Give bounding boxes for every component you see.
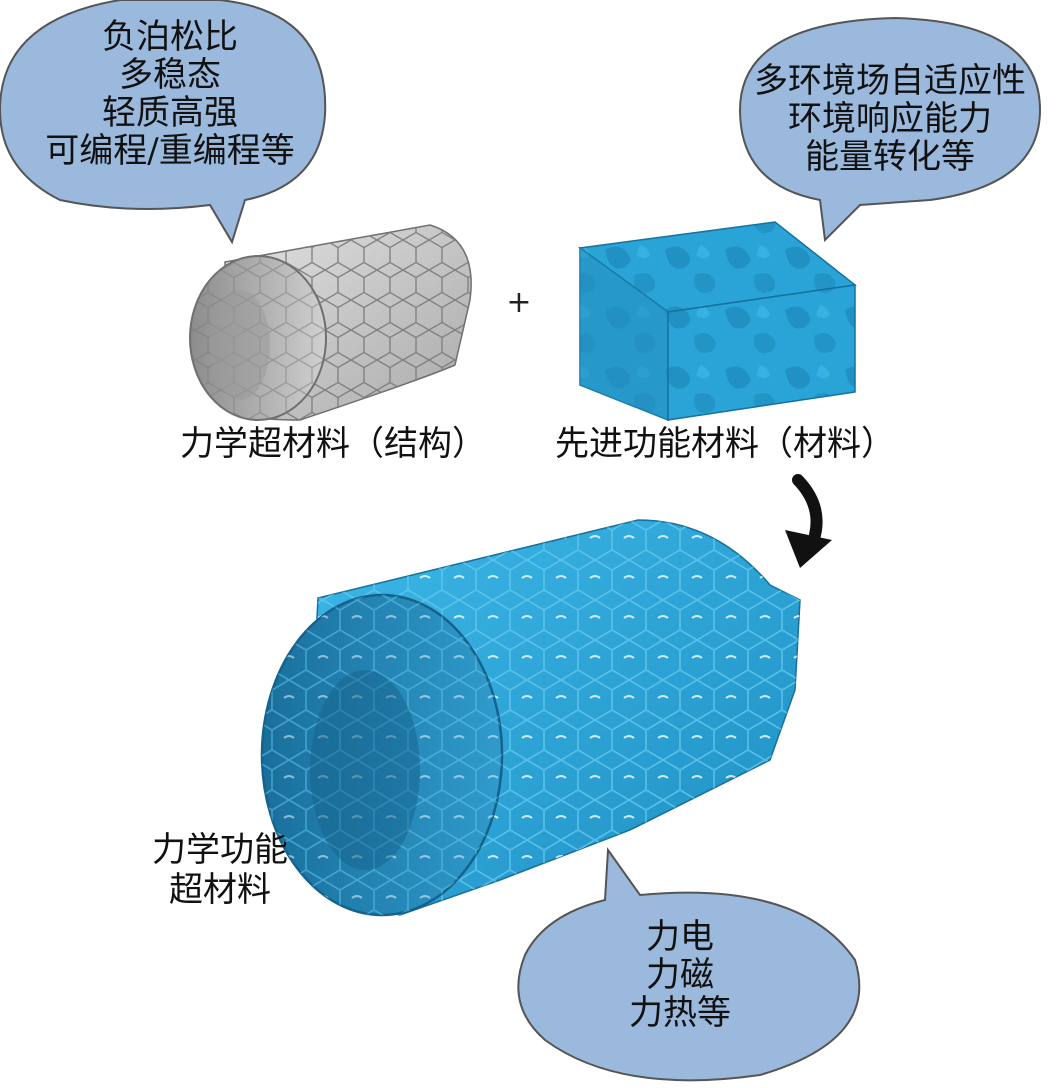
plus-sign: + <box>506 285 531 320</box>
bubble-left <box>0 0 327 245</box>
bubble-left-line-1: 负泊松比 <box>102 17 238 57</box>
bubble-bottom-text: 力电 力磁 力热等 <box>600 918 760 1032</box>
bubble-right-line-1: 多环境场自适应性 <box>754 61 1026 101</box>
label-result-line-2: 超材料 <box>169 870 271 910</box>
grey-tube <box>189 224 472 421</box>
bubble-right-text: 多环境场自适应性 环境响应能力 能量转化等 <box>745 62 1035 176</box>
bubble-right-line-2: 环境响应能力 <box>788 99 992 139</box>
label-material: 先进功能材料（材料） <box>555 424 895 464</box>
bubble-left-line-4: 可编程/重编程等 <box>45 131 295 171</box>
blue-cube <box>578 221 857 422</box>
bubble-bottom-line-3: 力热等 <box>629 993 731 1033</box>
bubble-bottom-line-2: 力磁 <box>646 955 714 995</box>
label-structure: 力学超材料（结构） <box>180 424 486 464</box>
label-result-line-1: 力学功能 <box>152 830 288 870</box>
bubble-bottom-line-1: 力电 <box>646 917 714 957</box>
bubble-left-line-2: 多稳态 <box>119 55 221 95</box>
curved-arrow-icon <box>785 474 832 568</box>
bubble-left-text: 负泊松比 多稳态 轻质高强 可编程/重编程等 <box>30 18 310 170</box>
label-result: 力学功能 超材料 <box>150 830 290 910</box>
blue-tube <box>260 519 801 917</box>
bubble-right-line-3: 能量转化等 <box>805 137 975 177</box>
bubble-right <box>738 16 1042 243</box>
bubble-left-line-3: 轻质高强 <box>102 93 238 133</box>
bubble-bottom <box>517 847 861 1082</box>
